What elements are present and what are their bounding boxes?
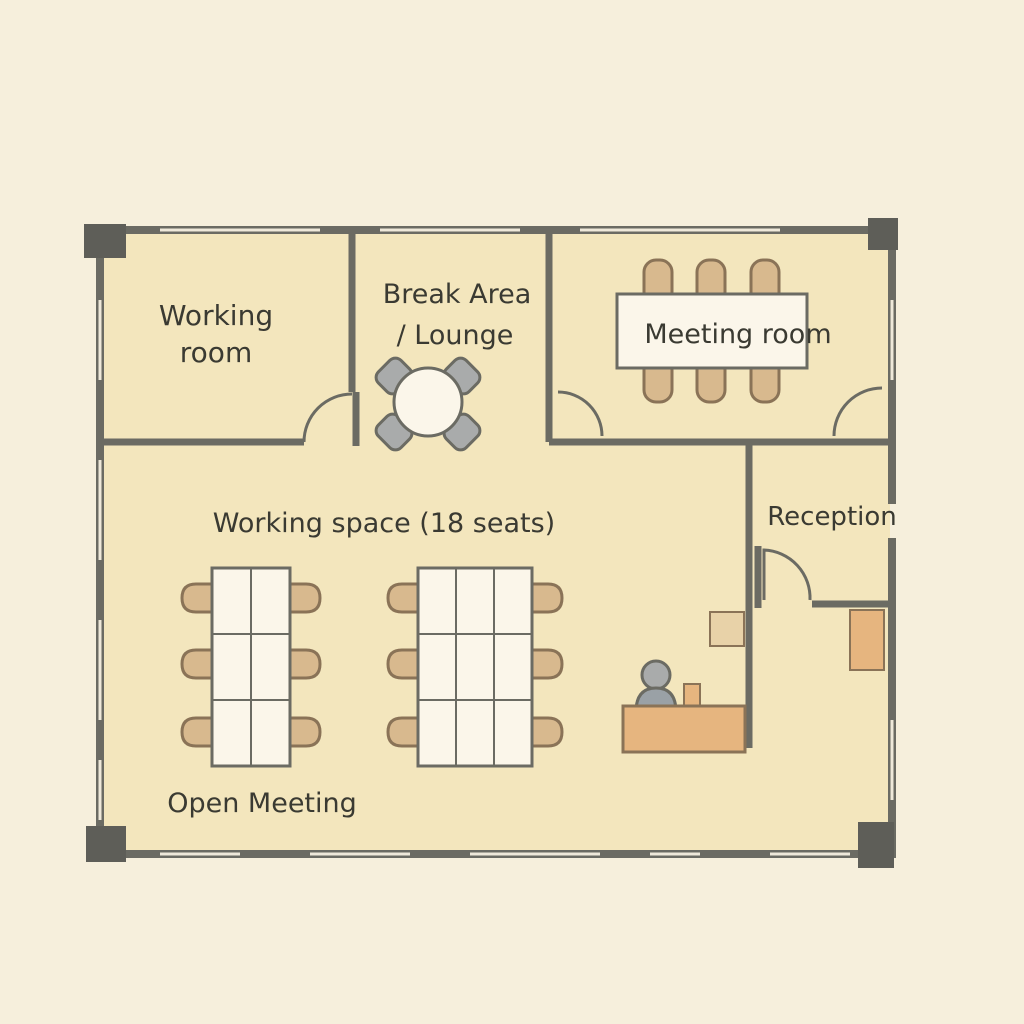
- break-area-label-line2: / Lounge: [397, 320, 514, 351]
- door-meeting-right: [832, 386, 883, 437]
- reception-label: Reception: [767, 502, 897, 532]
- reception-side-cabinet: [849, 609, 885, 671]
- working-room-label-line2: room: [180, 336, 252, 369]
- working-space-label: Working space (18 seats): [213, 508, 555, 539]
- reception-cabinet: [709, 611, 745, 647]
- reception-desk: [621, 704, 747, 754]
- door-working-room: [302, 392, 353, 443]
- interior-walls: [100, 230, 892, 748]
- monitor-icon: [683, 683, 701, 707]
- working-room-label-line1: Working: [159, 299, 273, 332]
- doors: [302, 386, 883, 601]
- door-reception: [762, 548, 812, 601]
- reception-area-furniture: [621, 609, 885, 754]
- lounge-table-set: [374, 356, 482, 452]
- windows: [98, 228, 894, 856]
- door-meeting-left: [557, 390, 604, 437]
- meeting-room-label: Meeting room: [644, 319, 831, 350]
- open-meeting-label: Open Meeting: [167, 788, 357, 819]
- round-table: [392, 366, 464, 438]
- desk-cluster-right: [386, 566, 564, 768]
- meeting-table: [615, 292, 809, 370]
- corner-pillars: [84, 218, 898, 868]
- desk-cluster-left: [180, 566, 322, 768]
- break-area-label-line1: Break Area: [383, 279, 532, 310]
